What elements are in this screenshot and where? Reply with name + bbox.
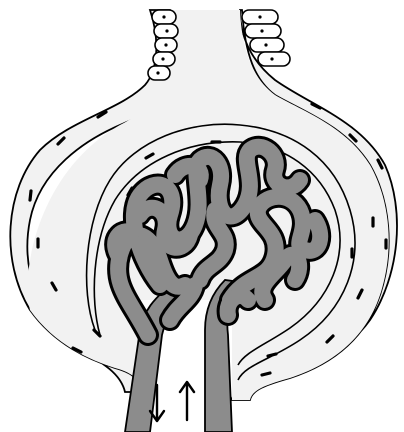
efferent-arrow-up-icon	[180, 382, 194, 420]
